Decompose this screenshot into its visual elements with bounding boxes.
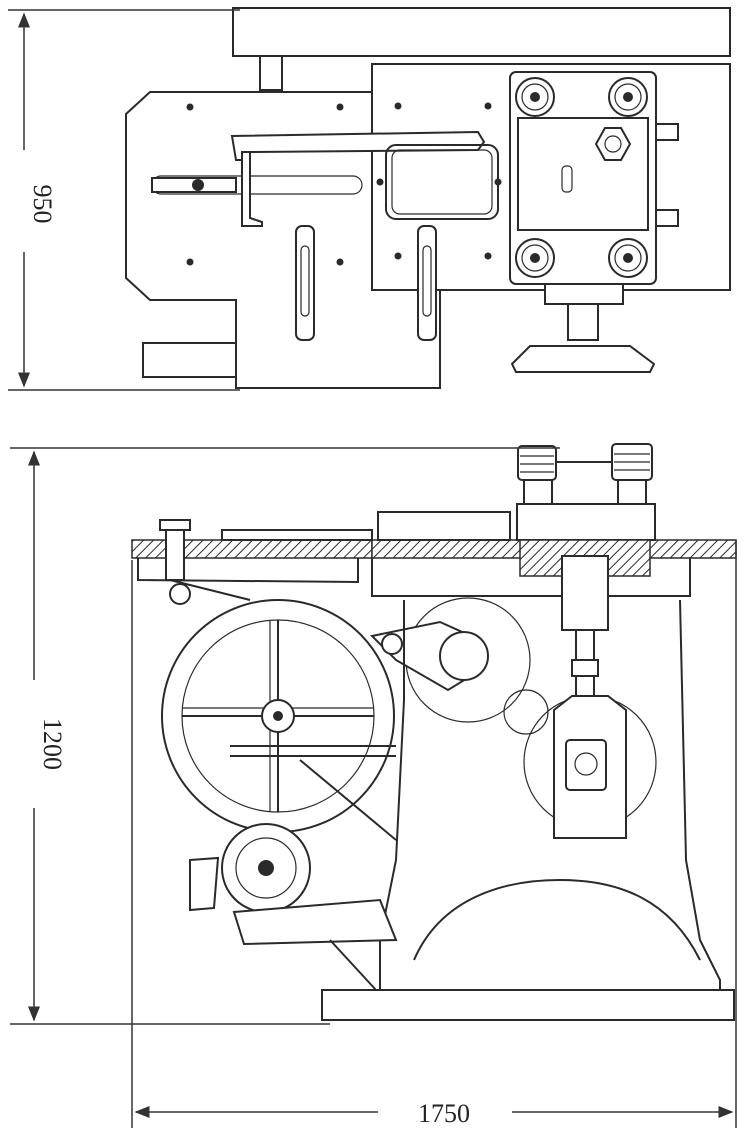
- top-slot-right: [417, 225, 437, 341]
- side-base: [321, 989, 735, 1021]
- top-post: [259, 55, 283, 91]
- side-top-block: [377, 511, 511, 541]
- side-fence: [221, 529, 373, 541]
- dimensions: 950 1200 1750: [8, 9, 737, 1128]
- top-rollers: [515, 77, 648, 278]
- side-motor: [189, 823, 398, 946]
- side-view: [131, 443, 737, 1021]
- top-adjuster-knob: [192, 179, 204, 191]
- top-handwheel: [510, 345, 656, 373]
- top-guard-bar: [230, 130, 486, 161]
- top-hex-nut: [594, 127, 632, 161]
- top-view: [125, 7, 731, 389]
- dim-950-label: 950: [28, 185, 57, 224]
- top-head-center: [517, 117, 649, 231]
- top-slot-left: [295, 225, 315, 341]
- side-roller-left: [517, 445, 557, 481]
- top-foot: [142, 342, 237, 378]
- top-rear-bar: [232, 7, 731, 57]
- dim-1750-label: 1750: [418, 1099, 470, 1128]
- side-handwheel: [161, 599, 395, 833]
- top-column: [567, 303, 599, 341]
- top-guard-leg: [241, 151, 263, 227]
- side-head-block: [516, 503, 656, 541]
- dim-1200-label: 1200: [38, 718, 67, 770]
- top-column-base: [544, 283, 624, 305]
- side-spindle: [561, 555, 609, 631]
- side-small-circle: [503, 689, 549, 735]
